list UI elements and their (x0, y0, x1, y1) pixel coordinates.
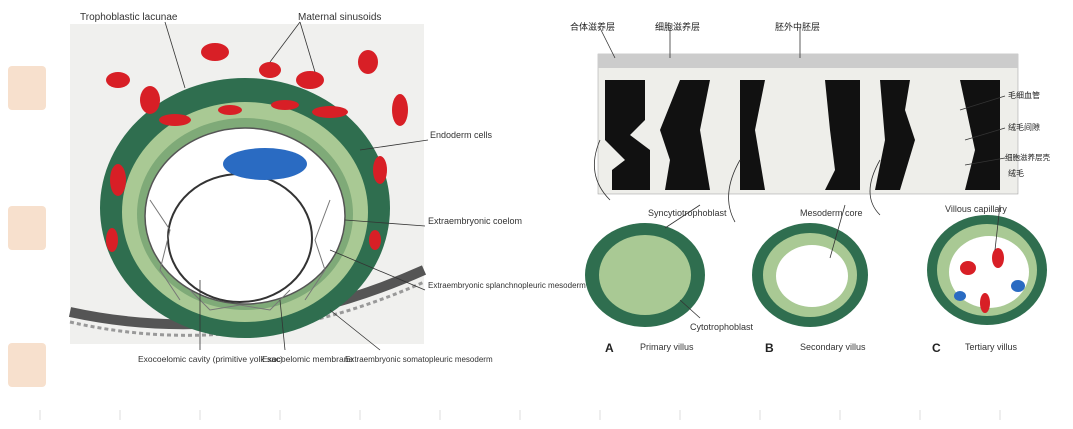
label-zh-shell: 细胞滋养层壳 (1005, 152, 1050, 162)
label-extraembryonic-coelom: Extraembryonic coelom (428, 216, 522, 226)
implantation-figure (70, 22, 428, 350)
label-exocoelomic-membrane: Exocoelomic membrane (262, 354, 353, 364)
capillary-blue (954, 291, 966, 301)
exocoelomic-cavity (168, 174, 312, 302)
primary-villus (585, 223, 705, 327)
panel-letter-a: A (605, 341, 614, 355)
label-syncytiotrophoblast: Syncytiotrophoblast (648, 208, 727, 218)
panel-name-b: Secondary villus (800, 342, 866, 352)
label-zh-intervillous: 绒毛间隙 (1008, 122, 1040, 132)
label-extraembryonic-splanchnopleuric: Extraembryonic splanchnopleuric mesoderm (428, 281, 586, 290)
label-extraembryonic-somatopleuric: Extraembryonic somatopleuric mesoderm (345, 355, 493, 364)
label-cytotrophoblast: Cytotrophoblast (690, 322, 754, 332)
label-zh-villus: 绒毛 (1008, 168, 1024, 178)
label-trophoblastic-lacunae: Trophoblastic lacunae (80, 12, 178, 23)
scan-marks (40, 410, 1000, 420)
label-zh-cytotrophoblast: 细胞滋养层 (655, 21, 700, 33)
panel-letter-c: C (932, 341, 941, 355)
embryonic-disc (223, 148, 307, 180)
villi-development-panel (594, 28, 1018, 222)
panel-letter-b: B (765, 341, 774, 355)
label-villous-capillary: Villous capillary (945, 204, 1007, 214)
secondary-villus (752, 223, 868, 327)
watermark-stamps (8, 66, 46, 387)
capillary-red (960, 261, 976, 275)
panel-name-a: Primary villus (640, 342, 694, 352)
panel-name-c: Tertiary villus (965, 342, 1018, 352)
tertiary-villus (927, 215, 1047, 325)
label-maternal-sinusoids: Maternal sinusoids (298, 12, 381, 23)
label-zh-syncytio: 合体滋养层 (570, 21, 615, 33)
label-zh-capillary: 毛细血管 (1008, 90, 1040, 100)
label-zh-mesoderm: 胚外中胚层 (775, 21, 820, 33)
label-mesoderm-core: Mesoderm core (800, 208, 863, 218)
label-endoderm-cells: Endoderm cells (430, 130, 493, 140)
